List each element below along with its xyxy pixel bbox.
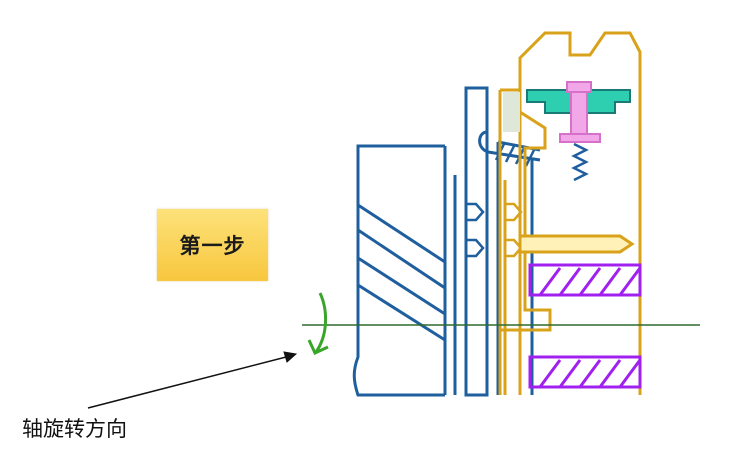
- pointer-arrow-icon: [87, 351, 298, 409]
- pink-screw: [559, 81, 601, 143]
- fill-block: [503, 92, 520, 132]
- step-label-box: 第一步: [157, 209, 268, 281]
- rotation-direction-label: 轴旋转方向: [22, 417, 127, 441]
- small-spring: [571, 142, 589, 182]
- step-label: 第一步: [179, 234, 246, 258]
- purple-hatch-upper: [528, 263, 642, 297]
- rotation-arrow-icon: [307, 292, 329, 355]
- gold-pin: [518, 234, 635, 254]
- blue-notches: [466, 202, 485, 258]
- hub-body: [352, 144, 447, 397]
- purple-hatch-lower: [528, 355, 642, 389]
